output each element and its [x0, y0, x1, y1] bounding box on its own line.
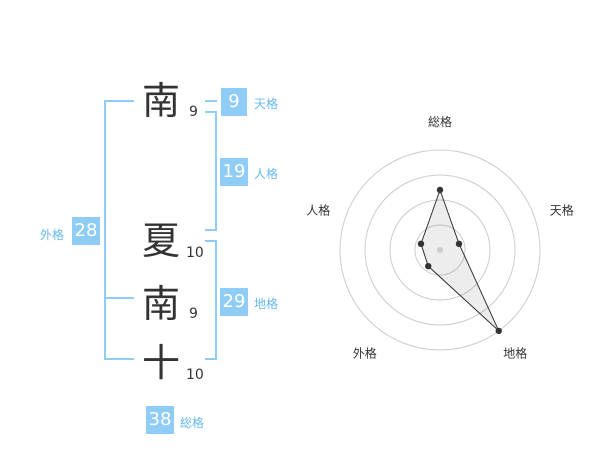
jinkaku-bracket	[205, 111, 217, 231]
chikaku-value: 29	[220, 288, 248, 316]
tenkaku-value: 9	[221, 88, 247, 116]
gaikaku-label: 外格	[40, 228, 65, 242]
radar-center-dot	[437, 247, 443, 253]
name-char-4: 十	[141, 341, 180, 385]
radar-point-1	[436, 186, 444, 194]
radar-ring-2	[389, 199, 491, 301]
stroke-count-1: 9	[189, 104, 198, 120]
name-char-3: 南	[141, 282, 180, 326]
chikaku-label: 地格	[254, 297, 279, 311]
tenkaku-bracket	[205, 100, 217, 102]
jinkaku-label: 人格	[254, 167, 279, 181]
soukaku-label: 総格	[180, 416, 205, 430]
radar-ring-4	[339, 149, 541, 351]
name-char-1: 南	[141, 79, 180, 123]
radar-point-3	[495, 327, 502, 335]
gaikaku-bracket-mid	[104, 297, 134, 299]
radar-axis-label-2: 天格	[550, 202, 574, 217]
radar-point-5	[417, 240, 425, 248]
stroke-count-4: 10	[186, 367, 204, 383]
gaikaku-bracket	[104, 100, 134, 360]
stroke-count-3: 9	[189, 306, 198, 322]
radar-polygon	[420, 188, 500, 332]
radar-ring-3	[364, 174, 516, 326]
tenkaku-label: 天格	[254, 97, 279, 111]
radar-axis-label-5: 人格	[306, 202, 330, 217]
stroke-count-2: 10	[186, 245, 204, 261]
soukaku-value: 38	[146, 406, 174, 434]
gaikaku-value: 28	[72, 217, 100, 245]
radar-axis-label-1: 総格	[428, 114, 452, 129]
radar-points	[417, 186, 502, 335]
radar-point-2	[455, 240, 463, 248]
radar-ring-1	[414, 224, 466, 276]
radar-axis-label-4: 外格	[353, 346, 377, 361]
radar-rings	[339, 149, 541, 351]
jinkaku-value: 19	[220, 158, 248, 186]
name-char-2: 夏	[141, 219, 180, 263]
radar-point-4	[425, 262, 432, 270]
radar-axis-label-3: 地格	[503, 346, 527, 361]
chikaku-bracket	[205, 240, 217, 360]
